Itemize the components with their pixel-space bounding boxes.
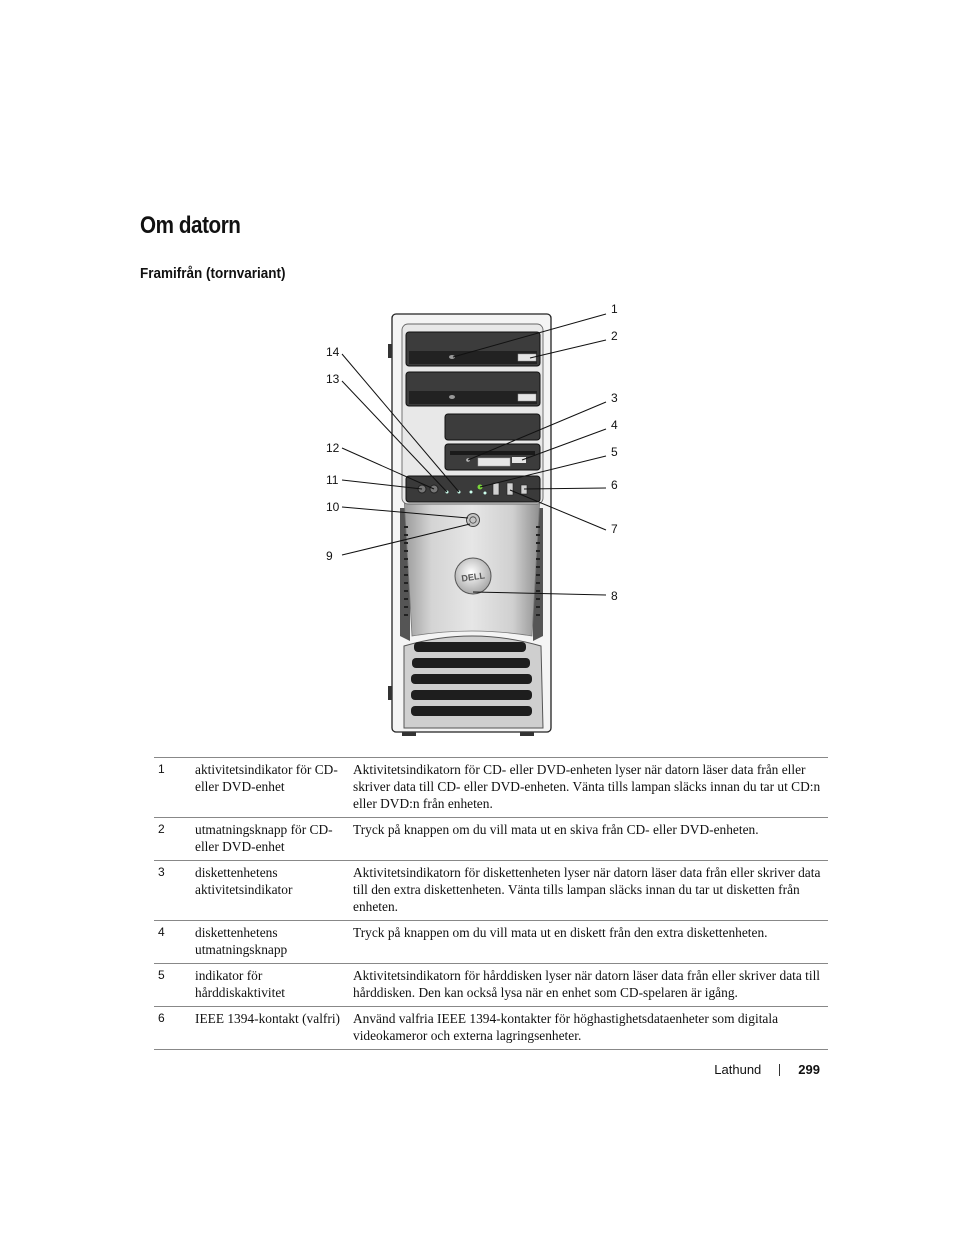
callout-6: 6 [611,478,618,492]
optical-drive-2 [405,371,541,407]
page-footer: Lathund 299 [714,1062,820,1077]
footer-divider [779,1063,781,1076]
row-description: Tryck på knappen om du vill mata ut en s… [349,817,828,861]
table-row: 1 aktivitetsindikator för CD- eller DVD-… [154,757,828,818]
callout-13: 13 [326,372,340,386]
logo-text: DELL [461,570,486,583]
row-number: 5 [154,963,191,1007]
power-button [466,513,480,527]
computer-front-figure: DELL 1 2 3 4 5 6 7 8 9 10 11 12 13 14 [326,302,618,736]
optical-drive-1 [405,331,541,367]
row-description: Aktivitetsindikatorn för hårddisken lyse… [349,963,828,1007]
callout-14: 14 [326,345,340,359]
table-row: 6 IEEE 1394-kontakt (valfri) Använd valf… [154,1006,828,1050]
row-description: Aktivitetsindikatorn för CD- eller DVD-e… [349,757,828,818]
row-name: IEEE 1394-kontakt (valfri) [191,1006,349,1050]
callout-4: 4 [611,418,618,432]
row-number: 4 [154,920,191,964]
row-number: 1 [154,757,191,818]
callout-10: 10 [326,500,340,514]
dell-logo: DELL [454,557,492,595]
row-name: utmatningsknapp för CD- eller DVD-enhet [191,817,349,861]
front-grille [403,635,544,729]
row-name: diskettenhetens aktivitetsindikator [191,860,349,921]
floppy-drive [444,413,541,471]
row-description: Tryck på knappen om du vill mata ut en d… [349,920,828,964]
table-row: 2 utmatningsknapp för CD- eller DVD-enhe… [154,817,828,861]
row-name: indikator för hårddiskaktivitet [191,963,349,1007]
page-title: Om datorn [140,212,241,239]
row-number: 3 [154,860,191,921]
leader-lines [341,313,607,596]
row-name: aktivitetsindikator för CD- eller DVD-en… [191,757,349,818]
section-title: Framifrån (tornvariant) [140,265,286,282]
io-panel [405,475,541,503]
row-name: diskettenhetens utmatningsknapp [191,920,349,964]
page-number: 299 [798,1062,820,1077]
callout-5: 5 [611,445,618,459]
row-number: 6 [154,1006,191,1050]
table-row: 3 diskettenhetens aktivitetsindikator Ak… [154,860,828,921]
callout-2: 2 [611,329,618,343]
row-number: 2 [154,817,191,861]
callout-11: 11 [326,473,339,487]
callout-12: 12 [326,441,340,455]
table-row: 5 indikator för hårddiskaktivitet Aktivi… [154,963,828,1007]
callout-8: 8 [611,589,618,603]
footer-section: Lathund [714,1062,762,1077]
callout-3: 3 [611,391,618,405]
row-description: Aktivitetsindikatorn för diskettenheten … [349,860,828,921]
side-vents [404,526,540,616]
row-description: Använd valfria IEEE 1394-kontakter för h… [349,1006,828,1050]
feature-table: 1 aktivitetsindikator för CD- eller DVD-… [154,757,828,1050]
callout-9: 9 [326,549,333,563]
table-row: 4 diskettenhetens utmatningsknapp Tryck … [154,920,828,964]
callout-1: 1 [611,302,618,316]
callout-7: 7 [611,522,618,536]
